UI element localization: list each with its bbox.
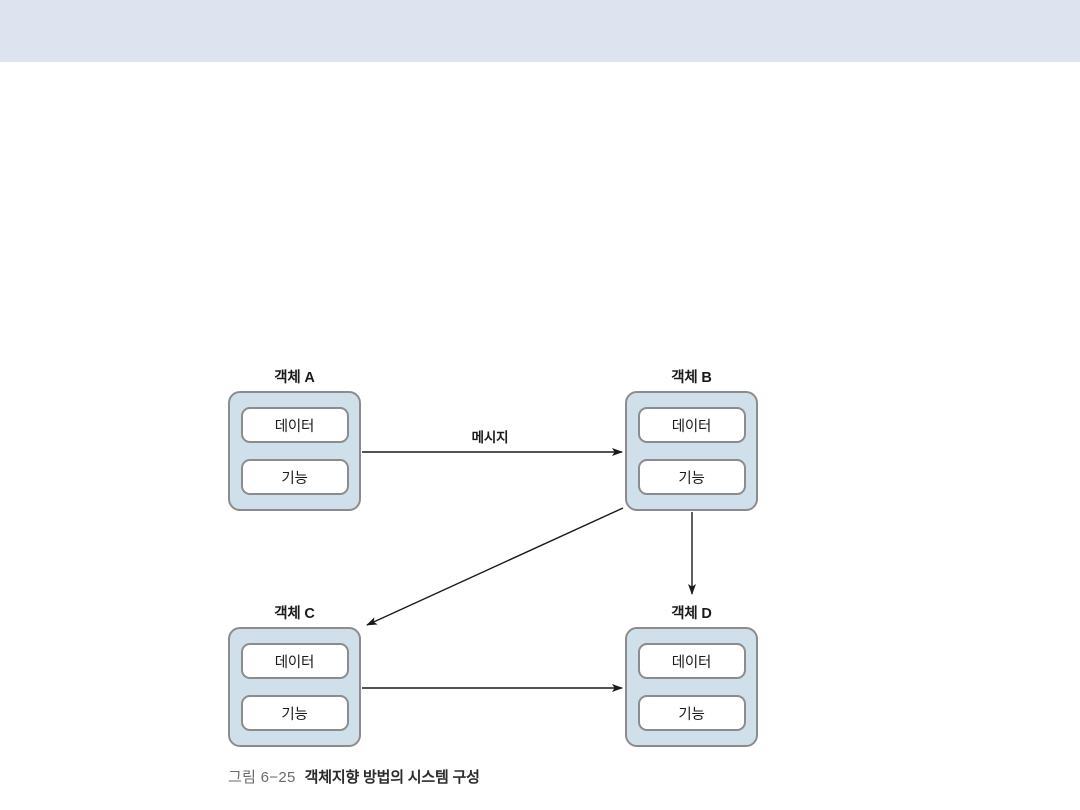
object-c-data-slot: 데이터	[240, 643, 349, 679]
arrow-label-message: 메시지	[471, 430, 509, 445]
object-node-a[interactable]: 데이터 기능	[228, 391, 361, 511]
figure-caption-title: 객체지향 방법의 시스템 구성	[304, 769, 480, 786]
slide-top-banner	[0, 0, 1080, 62]
object-label-b: 객체 B	[671, 370, 712, 386]
object-label-d: 객체 D	[671, 606, 712, 622]
object-node-d[interactable]: 데이터 기능	[625, 627, 758, 747]
object-label-a: 객체 A	[274, 370, 315, 386]
object-label-c: 객체 C	[274, 606, 315, 622]
object-node-c[interactable]: 데이터 기능	[228, 627, 361, 747]
object-b-function-slot: 기능	[637, 459, 746, 495]
arrow-b-to-c	[366, 507, 624, 626]
object-c-function-slot: 기능	[240, 695, 349, 731]
object-d-data-slot: 데이터	[637, 643, 746, 679]
object-a-data-slot: 데이터	[240, 407, 349, 443]
object-node-b[interactable]: 데이터 기능	[625, 391, 758, 511]
figure-caption: 그림 6−25 객체지향 방법의 시스템 구성	[228, 766, 480, 787]
slide-content-area	[0, 62, 1080, 810]
figure-caption-number: 그림 6−25	[228, 769, 296, 786]
object-b-data-slot: 데이터	[637, 407, 746, 443]
object-d-function-slot: 기능	[637, 695, 746, 731]
object-a-function-slot: 기능	[240, 459, 349, 495]
